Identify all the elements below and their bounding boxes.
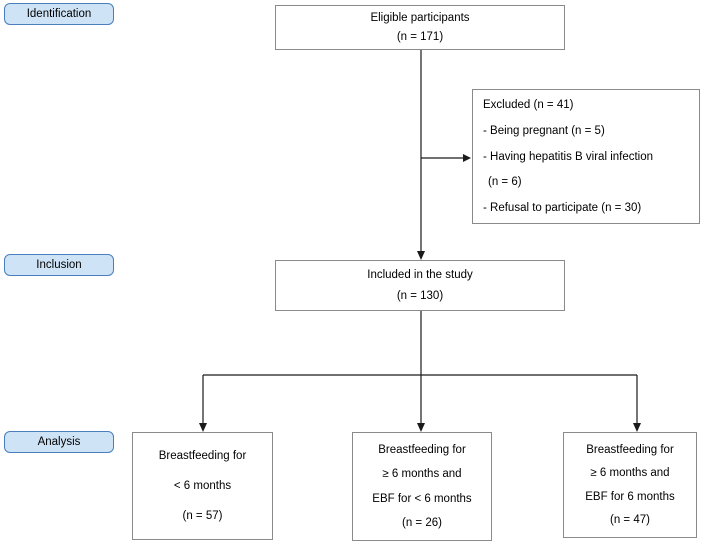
- box-included-in-study: Included in the study (n = 130): [275, 260, 565, 311]
- arrow-eligible-to-included-head: [417, 251, 425, 260]
- box-text-line: ≥ 6 months and: [590, 467, 670, 480]
- stage-label-identification: Identification: [4, 3, 114, 25]
- stage-label-inclusion: Inclusion: [4, 254, 114, 276]
- stage-label-text: Analysis: [37, 436, 81, 448]
- box-excluded: Excluded (n = 41) - Being pregnant (n = …: [472, 89, 700, 224]
- box-text-line: - Being pregnant (n = 5): [483, 124, 605, 137]
- box-text-line: (n = 26): [402, 516, 442, 529]
- arrow-to-analysis-left-head: [199, 423, 207, 432]
- stage-label-text: Inclusion: [36, 259, 82, 271]
- stage-label-analysis: Analysis: [4, 431, 114, 453]
- box-text-line: (n = 130): [396, 290, 444, 302]
- box-text-line: (n = 57): [182, 510, 223, 522]
- box-text-line: - Refusal to participate (n = 30): [483, 202, 642, 214]
- box-text-line: Breastfeeding for: [158, 450, 247, 462]
- box-text-line: < 6 months: [173, 480, 232, 492]
- box-text-line: ≥ 6 months and: [382, 468, 462, 481]
- box-eligible-participants: Eligible participants (n = 171): [275, 5, 565, 50]
- arrow-to-analysis-middle-head: [417, 423, 425, 432]
- arrow-to-analysis-right-head: [633, 423, 641, 432]
- stage-label-text: Identification: [26, 8, 92, 20]
- box-text-line: EBF for 6 months: [585, 490, 675, 503]
- box-text-line: Included in the study: [367, 269, 473, 281]
- box-breastfeeding-6-months-ebf-under-6: Breastfeeding for ≥ 6 months and EBF for…: [352, 432, 492, 541]
- box-text-line: Breastfeeding for: [586, 443, 674, 456]
- box-text-line: (n = 171): [396, 31, 444, 43]
- box-text-line: Breastfeeding for: [378, 444, 466, 457]
- box-text-line: EBF for < 6 months: [372, 492, 472, 505]
- box-text-line: (n = 6): [488, 176, 522, 189]
- box-text-line: Excluded (n = 41): [483, 99, 574, 111]
- box-text-line: - Having hepatitis B viral infection: [483, 150, 654, 163]
- box-text-line: Eligible participants: [370, 12, 470, 24]
- box-breastfeeding-6-months-ebf-6: Breastfeeding for ≥ 6 months and EBF for…: [563, 432, 697, 538]
- box-breastfeeding-under-6-months: Breastfeeding for < 6 months (n = 57): [132, 432, 273, 540]
- box-text-line: (n = 47): [610, 514, 650, 527]
- arrow-to-excluded-head: [463, 154, 471, 162]
